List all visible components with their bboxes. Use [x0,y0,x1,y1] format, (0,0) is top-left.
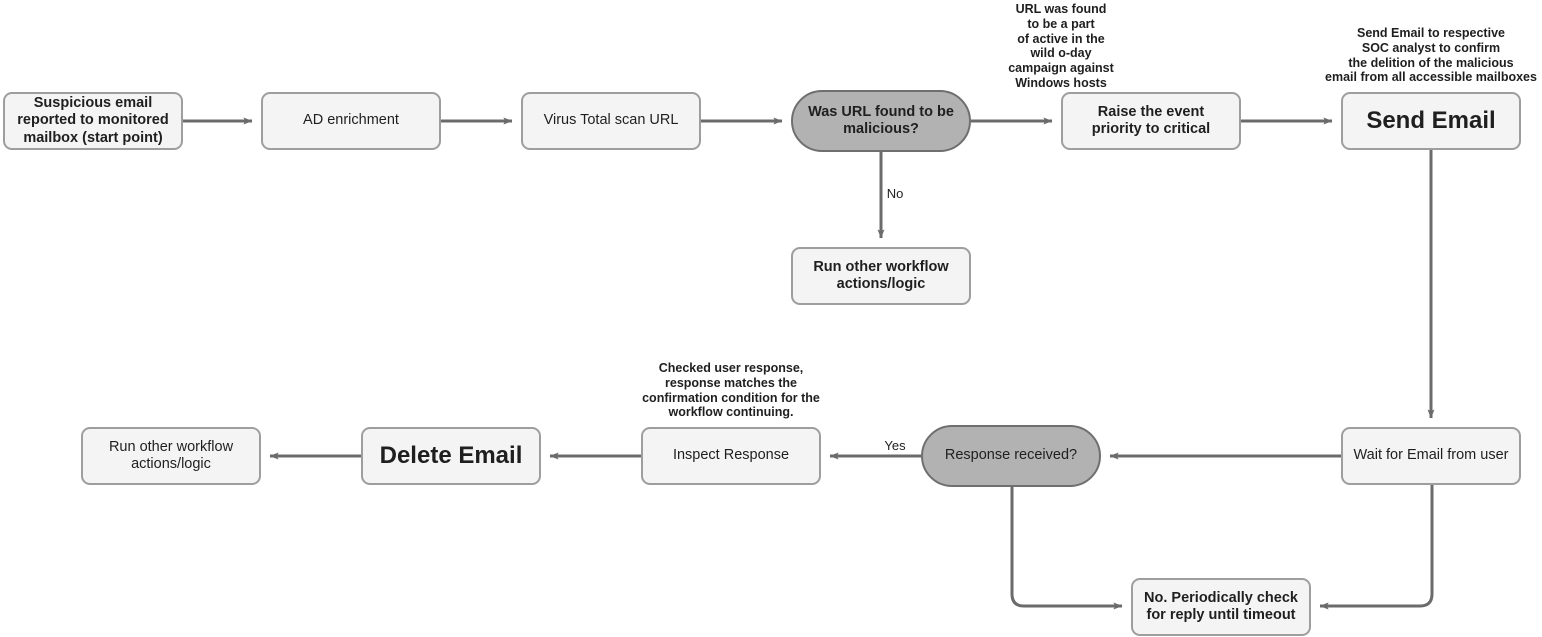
edge-wait-loop-to-periodic-check [1319,485,1434,610]
node-wait-for-email[interactable]: Wait for Email from user [1341,427,1521,485]
node-inspect-response[interactable]: Inspect Response [641,427,821,485]
node-raise-priority[interactable]: Raise the event priority to critical [1061,92,1241,150]
node-run-other-workflow-top[interactable]: Run other workflow actions/logic [791,247,971,305]
edge-label-send-email-soc-analyst: Send Email to respective SOC analyst to … [1325,26,1537,85]
node-virus-total-scan[interactable]: Virus Total scan URL [521,92,701,150]
node-run-other-workflow-bottom[interactable]: Run other workflow actions/logic [81,427,261,485]
edge-label-checked-user-response: Checked user response, response matches … [642,361,820,420]
edge-label-no-branch: No [886,186,904,201]
node-send-email[interactable]: Send Email [1341,92,1521,150]
node-url-malicious-decision[interactable]: Was URL found to be malicious? [791,90,971,152]
edge-response-no-loop-to-periodic-check [1010,487,1123,610]
node-delete-email[interactable]: Delete Email [361,427,541,485]
node-start[interactable]: Suspicious email reported to monitored m… [3,92,183,150]
node-ad-enrichment[interactable]: AD enrichment [261,92,441,150]
edge-label-yes-branch: Yes [884,438,906,453]
edge-label-url-found-active-campaign: URL was found to be a part of active in … [1008,2,1114,90]
node-periodic-check[interactable]: No. Periodically check for reply until t… [1131,578,1311,636]
node-response-received-decision[interactable]: Response received? [921,425,1101,487]
